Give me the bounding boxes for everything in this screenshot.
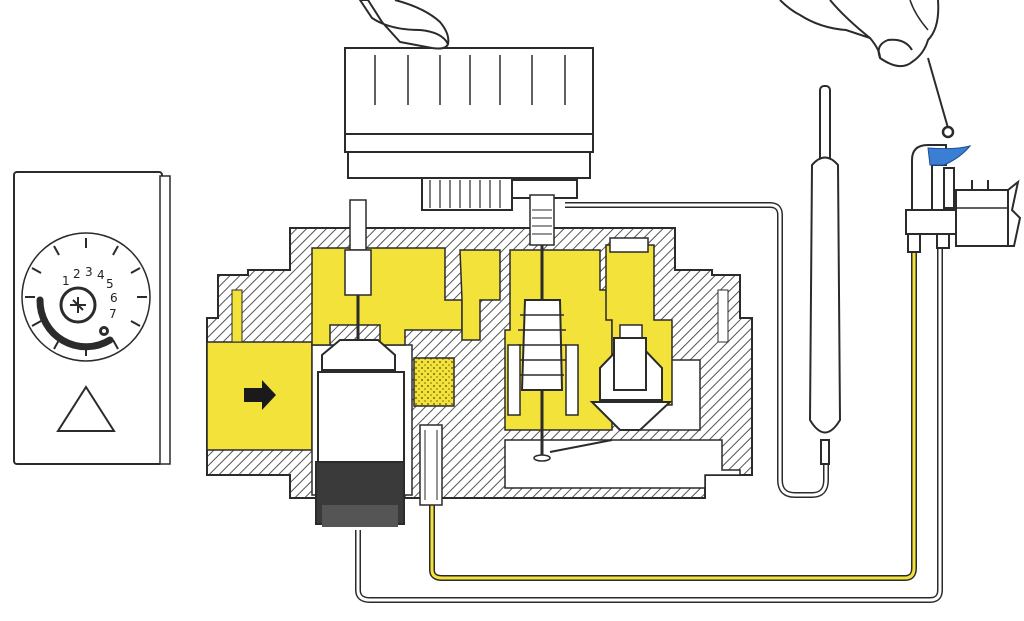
hand-right-icon	[779, 0, 940, 68]
hand-left-icon	[358, 0, 450, 50]
dial-number-5: 5	[106, 277, 114, 291]
control-panel: 1 2 3 4 5 6 7	[13, 171, 171, 465]
dial-number-3: 3	[85, 265, 93, 279]
dial-number-1: 1	[62, 274, 70, 288]
dial-number-4: 4	[97, 268, 105, 282]
dial-arc	[36, 296, 114, 351]
pilot-flame-icon	[70, 297, 86, 313]
igniter-icon	[927, 57, 955, 139]
capillary-tubes	[355, 202, 943, 603]
dial-number-6: 6	[110, 291, 118, 305]
regulator-spring	[507, 194, 613, 462]
flow-arrow-icon	[244, 380, 276, 410]
safety-valve	[315, 199, 405, 527]
dial-number-7: 7	[109, 307, 117, 321]
filter-block	[413, 357, 455, 407]
pilot-filter	[419, 424, 443, 506]
pilot-burner-icon	[905, 144, 1022, 253]
valve-body	[206, 227, 753, 499]
thermo-valve	[589, 237, 673, 431]
warning-triangle-icon[interactable]	[56, 385, 116, 432]
star-icon	[99, 326, 109, 336]
thermocouple-bulb-icon	[808, 85, 842, 465]
temperature-dial[interactable]: 1 2 3 4 5 6 7	[21, 232, 151, 362]
dial-number-2: 2	[73, 267, 81, 281]
control-knob[interactable]	[344, 47, 594, 211]
